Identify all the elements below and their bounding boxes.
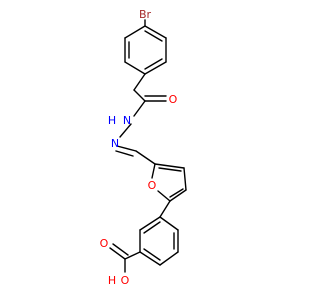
furan-ring [151,163,187,202]
acid-carbonyl-bond-b [112,243,129,256]
atom-o-carbonyl: O [169,93,178,106]
n-ch-double-bond-a [116,145,137,152]
carbonyl-n-bond [133,100,146,117]
benzoic-acid-ring [139,216,179,266]
atom-n-imine: N [111,137,119,150]
ch-furan-bond [135,150,156,165]
atom-o-hydroxyl: O [121,274,130,287]
atom-n-amide: N [123,114,131,127]
n-ch-double-bond-b [115,150,134,157]
acid-carbonyl-bond-a [109,247,126,260]
atom-labels: Br O H N N O O H O [100,8,178,287]
atom-br: Br [139,8,152,21]
structure-canvas: Br O H N N O O H O [100,8,187,287]
ch2-carbonyl-bond [133,89,146,102]
atom-o-acid-carbonyl: O [100,237,109,250]
n-n-bond [119,123,132,138]
atom-h-hydroxyl: H [108,274,116,287]
aryl-ch2-bond [133,73,146,91]
atom-h-amide: H [108,114,116,127]
molecule-structure: Br O H N N O O H O [100,8,187,287]
bromophenyl-ring [124,25,167,75]
bond-lines [109,19,187,273]
furan-phenyl-bond [159,200,171,218]
atom-o-furan: O [148,179,157,192]
ring-cooh-bond [124,251,141,260]
